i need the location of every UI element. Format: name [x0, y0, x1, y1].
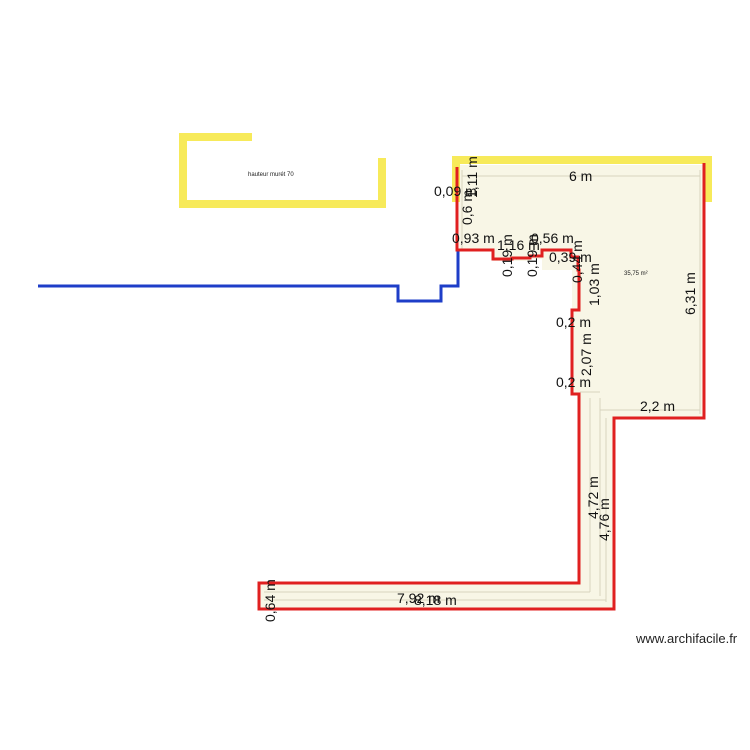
annex-wall-yellow [179, 133, 386, 208]
dimension-label: 1,16 m [497, 237, 540, 253]
room-walls-red [257, 163, 706, 611]
dimension-label: 8,18 m [414, 592, 457, 608]
dimension-label: 1,11 m [464, 156, 480, 198]
dimension-label: 0,56 m [531, 230, 574, 246]
dimension-label: 0,6 m [459, 190, 475, 225]
guide-lines [264, 170, 701, 602]
credit-text[interactable]: www.archifacile.fr [635, 631, 738, 646]
dimension-label: 6 m [569, 168, 592, 184]
dimension-label: 6,31 m [682, 272, 698, 315]
dimension-label: 0,19 m [499, 234, 515, 277]
dimension-label: 0,2 m [556, 374, 591, 390]
dimension-label: 0,44 m [569, 240, 585, 283]
boundary-line-blue [38, 249, 460, 303]
dimension-label: 4,72 m [585, 476, 601, 519]
dimension-label: 0,93 m [452, 230, 495, 246]
area-label: 35,75 m² [624, 271, 648, 277]
annex-note-label: hauteur murét 70 [248, 172, 294, 178]
dimension-label: 4,76 m [596, 498, 612, 541]
dimension-label: 0,39 m [549, 249, 592, 265]
dimension-label: 7,92 m [397, 590, 440, 606]
room-floor [258, 165, 704, 610]
dimension-label: 0,2 m [556, 314, 591, 330]
dimension-label: 0,64 m [262, 579, 278, 622]
dimension-label: 2,2 m [640, 398, 675, 414]
dimension-label: 1,03 m [586, 263, 602, 306]
dimension-label: 2,07 m [578, 333, 594, 376]
dimension-label: 0,19 m [524, 234, 540, 277]
dimension-label: 0,09 m [434, 183, 477, 199]
